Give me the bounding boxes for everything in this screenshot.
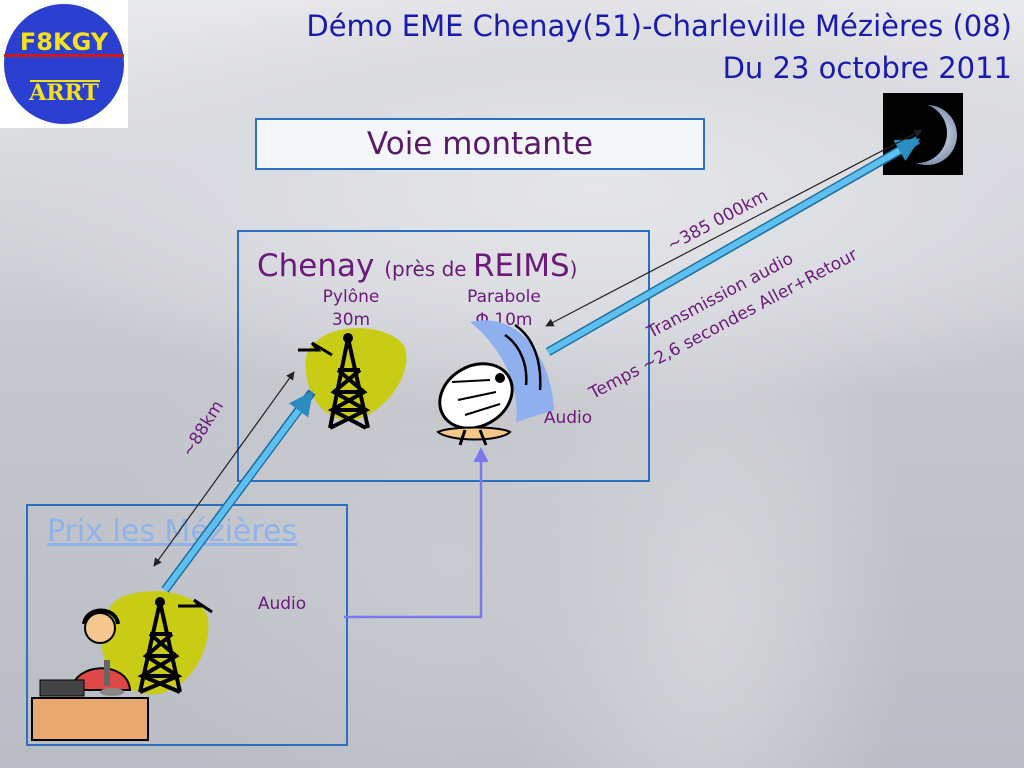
chenay-audio-label: Audio <box>543 408 593 428</box>
parabola-dish-icon <box>436 320 554 446</box>
slide-title-line2: Du 23 octobre 2011 <box>722 51 1012 85</box>
logo-callsign: F8KGY <box>20 28 109 56</box>
slide-title-line1: Démo EME Chenay(51)-Charleville Mézières… <box>306 9 1012 43</box>
f8kgy-logo: F8KGY ARRT <box>0 0 128 128</box>
chenay-name: Chenay <box>257 248 375 284</box>
pylone-height: 30m <box>331 310 371 330</box>
logo-club: ARRT <box>28 80 99 106</box>
chenay-station-box <box>237 230 650 482</box>
chenay-tower-icon <box>298 328 407 430</box>
parabole-label: Parabole <box>467 287 541 307</box>
prix-tower-icon <box>101 591 213 695</box>
radio-operator-icon <box>31 608 149 741</box>
pylone-label: Pylône <box>322 287 380 307</box>
chenay-pres-de: (près de <box>384 257 473 281</box>
prix-audio-label: Audio <box>257 594 307 614</box>
